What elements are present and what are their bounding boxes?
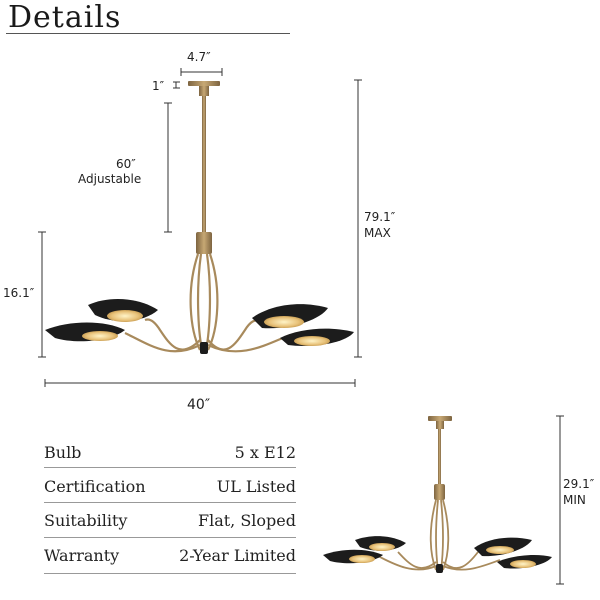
canopy-plate (188, 81, 220, 86)
canopy-width-label: 4.7″ (187, 50, 211, 64)
spec-divider (44, 537, 296, 538)
rod-length-label: 60″ (116, 157, 136, 171)
min-dimension-line (556, 415, 564, 585)
central-body (196, 232, 212, 254)
page-heading: Details (8, 0, 122, 35)
spec-value: 5 x E12 (234, 442, 296, 462)
spec-value: UL Listed (216, 476, 296, 496)
min-height-label: 29.1″ (563, 477, 595, 491)
spec-row-warranty: Warranty 2-Year Limited (44, 542, 296, 568)
spec-divider (44, 502, 296, 503)
center-finial (200, 342, 208, 354)
min-label: MIN (563, 493, 586, 507)
rod-adjustable-label: Adjustable (78, 172, 142, 186)
spec-value: Flat, Sloped (197, 510, 296, 530)
dimension-lines (38, 68, 362, 387)
large-chandelier (45, 81, 354, 354)
width-label: 40″ (187, 397, 211, 413)
small-shade-lower-left (323, 549, 383, 564)
lamp-shade-lower-right (280, 328, 354, 346)
lamp-shade-upper-left (88, 298, 158, 322)
small-shade-upper-left (355, 536, 406, 551)
spec-row-bulb: Bulb 5 x E12 (44, 439, 296, 465)
max-height-label: 79.1″ (364, 210, 396, 224)
spec-label: Suitability (44, 510, 128, 530)
spec-divider (44, 467, 296, 468)
spec-label: Bulb (44, 442, 82, 462)
canopy-height-label: 1″ (152, 79, 165, 93)
body-height-label: 16.1″ (3, 286, 35, 300)
small-shade-lower-right (497, 554, 552, 569)
spec-row-suitability: Suitability Flat, Sloped (44, 507, 296, 533)
small-chandelier (323, 416, 552, 573)
heading-underline (6, 33, 290, 34)
lamp-shade-lower-left (45, 322, 125, 342)
spec-label: Warranty (44, 545, 120, 565)
canopy-cup (199, 86, 209, 96)
lower-arms (124, 253, 291, 353)
spec-row-certification: Certification UL Listed (44, 473, 296, 499)
spec-label: Certification (44, 476, 146, 496)
lamp-shade-upper-right (252, 304, 328, 329)
spec-value: 2-Year Limited (179, 545, 296, 565)
down-rod (202, 96, 206, 232)
max-label: MAX (364, 226, 391, 240)
small-shade-upper-right (474, 537, 532, 557)
spec-divider (44, 573, 296, 574)
